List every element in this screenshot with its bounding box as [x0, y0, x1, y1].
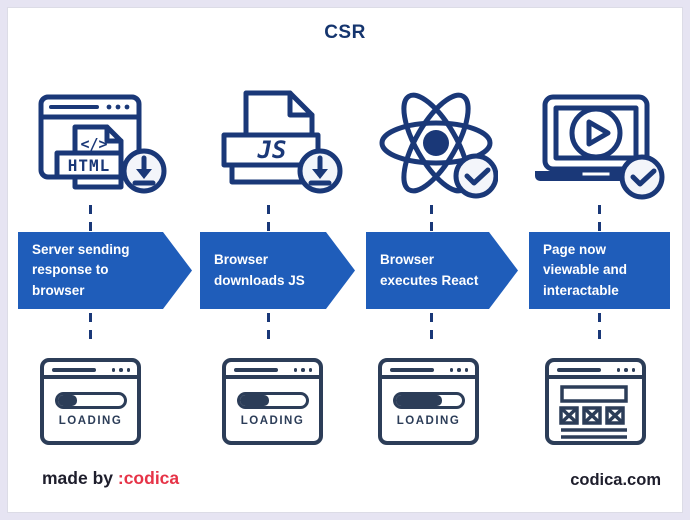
step-label: Browser executes React — [380, 252, 479, 288]
step-banner-1: Server sending response to browser — [18, 232, 192, 309]
connector-dash — [598, 205, 601, 231]
svg-text:JS: JS — [257, 136, 287, 164]
page-title: CSR — [324, 22, 366, 43]
website-url: codica.com — [570, 471, 661, 489]
step-label: Page now viewable and interactable — [543, 242, 628, 298]
svg-text:HTML: HTML — [68, 156, 111, 175]
step-label: Browser downloads JS — [214, 252, 305, 288]
window-dots-icon — [111, 368, 130, 372]
step-label: Server sending response to browser — [32, 242, 130, 298]
laptop-video-check-icon — [535, 94, 665, 200]
progress-fill — [57, 395, 78, 406]
download-badge-icon — [121, 148, 167, 194]
progress-bar — [54, 392, 127, 409]
window-dots-icon — [293, 368, 312, 372]
connector-dash — [267, 205, 270, 231]
check-badge-icon — [453, 153, 498, 199]
window-dots-icon — [616, 368, 635, 372]
loading-label: LOADING — [58, 415, 123, 427]
progress-fill — [239, 395, 270, 406]
connector-dash — [430, 313, 433, 339]
window-header — [382, 362, 475, 379]
connector-dash — [89, 205, 92, 231]
js-file-download-icon: JS — [221, 90, 343, 194]
loading-label: LOADING — [396, 415, 461, 427]
window-dots-icon — [449, 368, 468, 372]
progress-fill — [395, 395, 442, 406]
address-bar — [52, 368, 96, 372]
step-banner-2: Browser downloads JS — [200, 232, 355, 309]
codica-logo: :codica — [117, 468, 180, 488]
progress-bar — [236, 392, 309, 409]
browser-window-rendered-page — [545, 358, 646, 445]
check-badge-icon — [619, 154, 665, 200]
window-header — [44, 362, 137, 379]
address-bar — [390, 368, 434, 372]
connector-dash — [267, 313, 270, 339]
address-bar — [234, 368, 278, 372]
connector-dash — [598, 313, 601, 339]
address-bar — [557, 368, 601, 372]
svg-text:</>: </> — [80, 135, 107, 153]
window-header — [549, 362, 642, 379]
html-document-download-icon: </> HTML — [38, 94, 167, 194]
browser-window-loading-2: LOADING — [222, 358, 323, 445]
react-logo-check-icon — [379, 92, 498, 199]
connector-dash — [430, 205, 433, 231]
step-banner-4: Page now viewable and interactable — [529, 232, 670, 309]
page-wireframe-icon — [558, 385, 628, 439]
step-banner-3: Browser executes React — [366, 232, 518, 309]
loading-label: LOADING — [240, 415, 305, 427]
progress-bar — [392, 392, 465, 409]
made-by-credit: made by :codica — [42, 468, 179, 489]
browser-window-loading-1: LOADING — [40, 358, 141, 445]
browser-window-loading-3: LOADING — [378, 358, 479, 445]
connector-dash — [89, 313, 92, 339]
download-badge-icon — [297, 148, 343, 194]
window-header — [226, 362, 319, 379]
made-by-text: made by — [42, 468, 118, 488]
